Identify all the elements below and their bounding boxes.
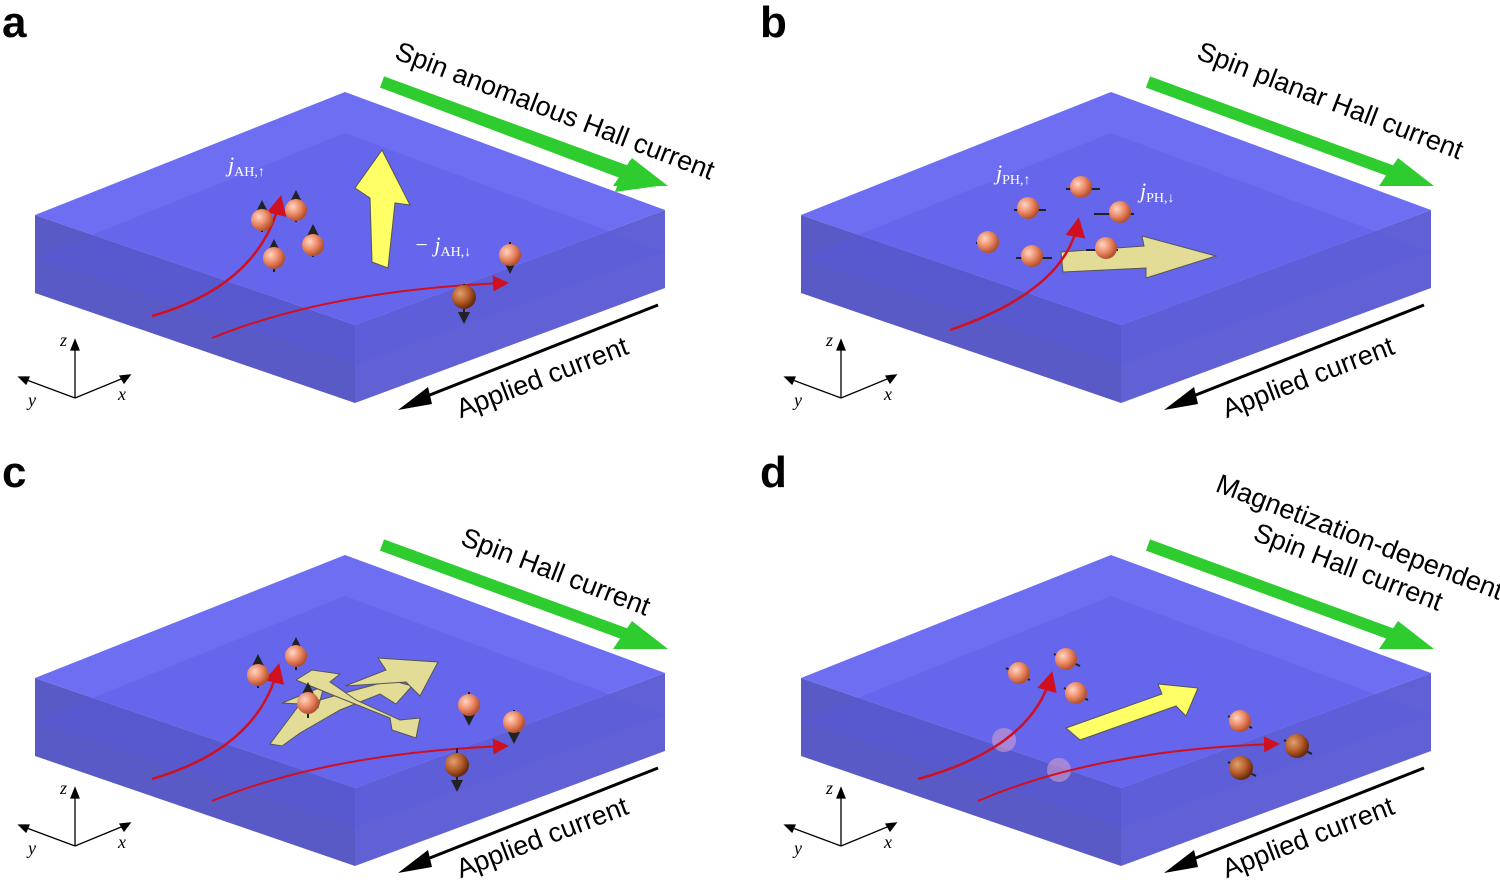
axes-triad bbox=[783, 338, 898, 399]
faded-spin bbox=[1047, 758, 1071, 782]
axis-x-label: x bbox=[118, 832, 126, 852]
applied-current-shaft bbox=[411, 766, 659, 867]
panel-c-graphic bbox=[17, 539, 668, 873]
j-up-symbol: j bbox=[228, 152, 235, 177]
j-up-label: jPH,↑ bbox=[996, 160, 1031, 189]
applied-current-head bbox=[398, 387, 432, 410]
slab-right-face bbox=[355, 673, 665, 866]
axis-x-label: x bbox=[118, 384, 126, 404]
slab-left-face bbox=[801, 215, 1121, 403]
trajectory-up bbox=[151, 195, 287, 318]
spin-current-arrow-shaft bbox=[379, 76, 631, 178]
spin-balls bbox=[251, 190, 521, 324]
slab-left-face bbox=[801, 678, 1121, 866]
panel-b-graphic bbox=[783, 76, 1434, 410]
spin-current-arrow-head bbox=[1379, 621, 1434, 649]
j-down-subscript: PH,↓ bbox=[1146, 191, 1175, 206]
magnetization-arrow bbox=[1065, 683, 1199, 741]
slab-left-face bbox=[35, 215, 355, 403]
spin-balls bbox=[1005, 648, 1313, 780]
axis-z-label: z bbox=[826, 778, 834, 798]
slab-top-face bbox=[801, 555, 1431, 788]
applied-current-head bbox=[1164, 850, 1198, 873]
j-up-label: jAH,↑ bbox=[228, 152, 265, 181]
j-up-subscript: PH,↑ bbox=[1002, 173, 1031, 188]
applied-current-shaft bbox=[411, 303, 659, 404]
slab-left-face bbox=[35, 678, 355, 866]
spin-current-arrow-shaft bbox=[1145, 539, 1397, 641]
panel-d-graphic bbox=[783, 539, 1434, 873]
axis-z-label: z bbox=[826, 330, 834, 350]
spin-current-arrow-head bbox=[613, 158, 668, 186]
panel-b: b Spin planar Hall current Applied curre… bbox=[760, 0, 1500, 447]
axes-triad bbox=[17, 338, 132, 399]
magnetization-arrow bbox=[1060, 235, 1218, 279]
slab-right-face bbox=[1121, 210, 1431, 403]
axis-x-label: x bbox=[884, 832, 892, 852]
magnetization-arrow bbox=[354, 149, 411, 269]
axis-z-label: z bbox=[60, 330, 68, 350]
axis-y-label: y bbox=[28, 390, 36, 410]
slab-right-face bbox=[355, 210, 665, 403]
axis-y-label: y bbox=[28, 838, 36, 858]
axes-triad bbox=[17, 786, 132, 847]
axes-triad bbox=[783, 786, 898, 847]
spin-current-arrow-shaft bbox=[379, 539, 631, 641]
slab-right-face bbox=[1121, 673, 1431, 866]
j-down-subscript: AH,↓ bbox=[440, 245, 472, 260]
j-down-label: − jAH,↓ bbox=[414, 232, 471, 261]
spin-balls bbox=[976, 176, 1134, 267]
applied-current-shaft bbox=[1177, 303, 1425, 404]
slab-inner-plane bbox=[35, 596, 665, 828]
axis-z-label: z bbox=[60, 778, 68, 798]
panel-a-graphic bbox=[17, 76, 668, 410]
j-up-symbol: j bbox=[996, 160, 1003, 185]
panel-c: c Spin Hall current Applied current z x … bbox=[0, 448, 750, 895]
trajectory-up bbox=[151, 663, 285, 781]
panel-d: d Magnetization-dependent Spin Hall curr… bbox=[760, 448, 1500, 895]
spin-current-arrow-head bbox=[613, 621, 668, 649]
panel-label: d bbox=[760, 448, 787, 497]
spin-balls bbox=[247, 637, 525, 792]
trajectory bbox=[949, 217, 1086, 332]
panel-label: a bbox=[2, 0, 27, 47]
axis-x-label: x bbox=[884, 384, 892, 404]
spin-current-arrow-head bbox=[1379, 158, 1434, 186]
trajectory-down bbox=[211, 738, 509, 802]
applied-current-shaft bbox=[1177, 766, 1425, 867]
panel-label: b bbox=[760, 0, 787, 47]
panel-label: c bbox=[2, 448, 27, 497]
j-down-symbol: − j bbox=[414, 232, 441, 257]
axis-y-label: y bbox=[794, 838, 802, 858]
slab-inner-plane bbox=[35, 133, 665, 365]
j-down-symbol: j bbox=[1140, 178, 1147, 203]
spin-current-arrow-shaft bbox=[1145, 76, 1397, 178]
j-up-subscript: AH,↑ bbox=[234, 165, 265, 180]
j-down-label: jPH,↓ bbox=[1140, 178, 1175, 207]
applied-current-head bbox=[398, 850, 432, 873]
applied-current-head bbox=[1164, 387, 1198, 410]
trajectory-up bbox=[917, 671, 1057, 781]
trajectory-down bbox=[977, 736, 1280, 802]
axis-y-label: y bbox=[794, 390, 802, 410]
panel-a: a Spin anomalous Hall current Applied cu… bbox=[0, 0, 750, 447]
